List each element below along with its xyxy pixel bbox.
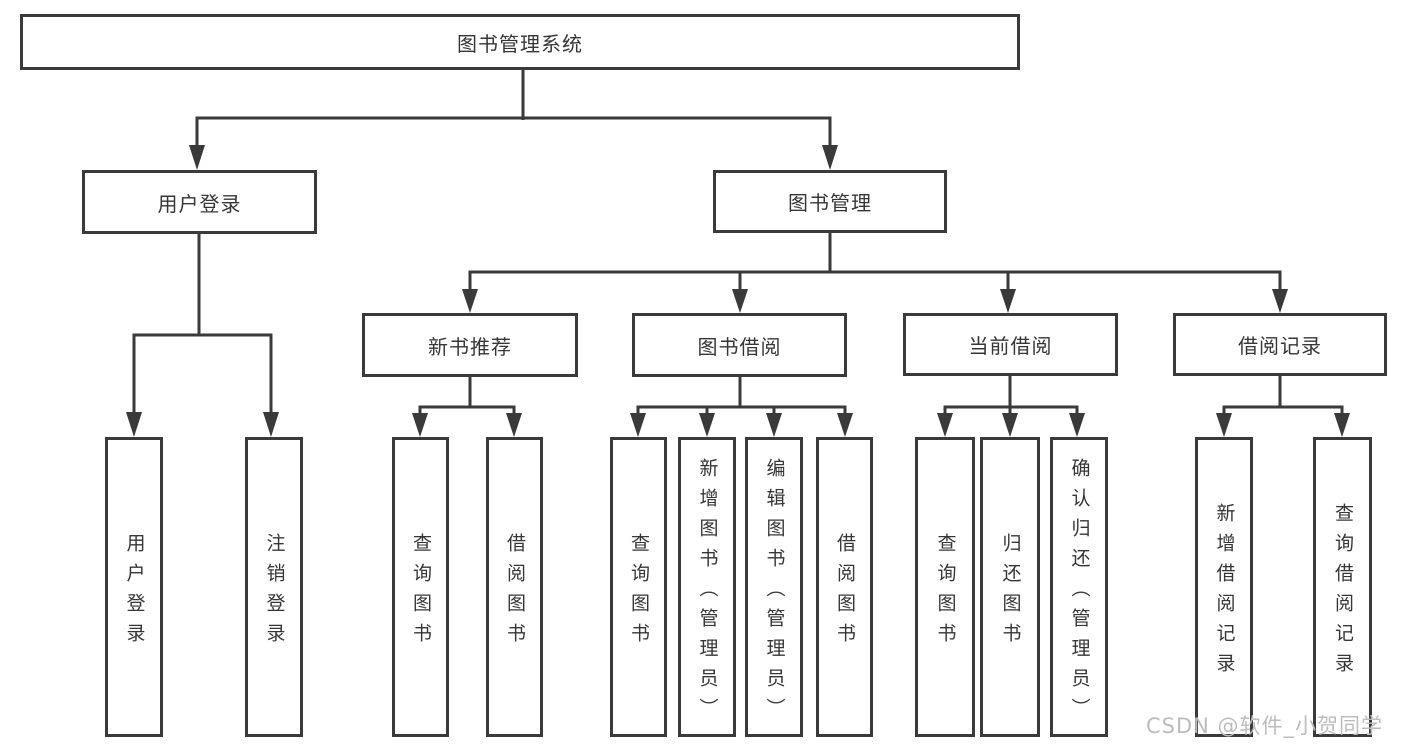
node-label: 借阅记录 — [1238, 334, 1322, 358]
leaf-label: 归还图书 — [999, 532, 1022, 653]
leaf-label: 借阅图书 — [834, 532, 856, 653]
leaf-label: 查询借阅记录 — [1332, 502, 1354, 683]
leaf-label: 确认归还（管理员） — [1068, 457, 1091, 728]
node-user-login: 用户登录 — [82, 170, 317, 234]
leaf-label: 编辑图书（管理员） — [763, 457, 786, 728]
leaf-add-books-admin: 新增图书（管理员） — [678, 437, 736, 737]
leaf-borrow-books-recommend: 借阅图书 — [486, 437, 543, 737]
node-library-management-system: 图书管理系统 — [20, 14, 1020, 70]
leaf-edit-books-admin: 编辑图书（管理员） — [745, 437, 803, 737]
leaf-label: 新增借阅记录 — [1213, 502, 1236, 683]
leaf-logout: 注销登录 — [245, 437, 303, 737]
leaf-query-borrow-record: 查询借阅记录 — [1313, 437, 1372, 737]
leaf-label: 用户登录 — [123, 532, 146, 653]
node-label: 当前借阅 — [968, 334, 1053, 358]
leaf-label: 查询图书 — [628, 532, 650, 653]
node-book-management: 图书管理 — [713, 170, 947, 233]
node-label: 新书推荐 — [428, 334, 512, 359]
leaf-label: 新增图书（管理员） — [696, 457, 719, 728]
leaf-query-books-recommend: 查询图书 — [392, 437, 449, 737]
node-book-borrowing: 图书借阅 — [632, 313, 847, 377]
node-new-book-recommend: 新书推荐 — [362, 313, 578, 377]
leaf-label: 借阅图书 — [504, 532, 526, 653]
node-label: 图书管理系统 — [457, 31, 583, 56]
leaf-label: 查询图书 — [410, 532, 432, 653]
leaf-return-books: 归还图书 — [980, 437, 1040, 737]
node-label: 用户登录 — [157, 191, 242, 216]
node-current-borrowing: 当前借阅 — [903, 313, 1118, 376]
leaf-query-books-current: 查询图书 — [915, 437, 975, 737]
node-label: 图书借阅 — [697, 334, 782, 359]
leaf-label: 查询图书 — [934, 532, 957, 653]
node-label: 图书管理 — [788, 191, 872, 215]
leaf-label: 注销登录 — [263, 532, 286, 653]
csdn-watermark: CSDN @软件_小贺同学 — [1146, 714, 1384, 738]
leaf-borrow-books: 借阅图书 — [816, 437, 873, 737]
node-borrow-records: 借阅记录 — [1173, 313, 1387, 376]
leaf-add-borrow-record: 新增借阅记录 — [1195, 437, 1253, 737]
leaf-confirm-return-admin: 确认归还（管理员） — [1050, 437, 1108, 737]
leaf-query-books-borrowing: 查询图书 — [610, 437, 667, 737]
leaf-user-login: 用户登录 — [105, 437, 163, 737]
